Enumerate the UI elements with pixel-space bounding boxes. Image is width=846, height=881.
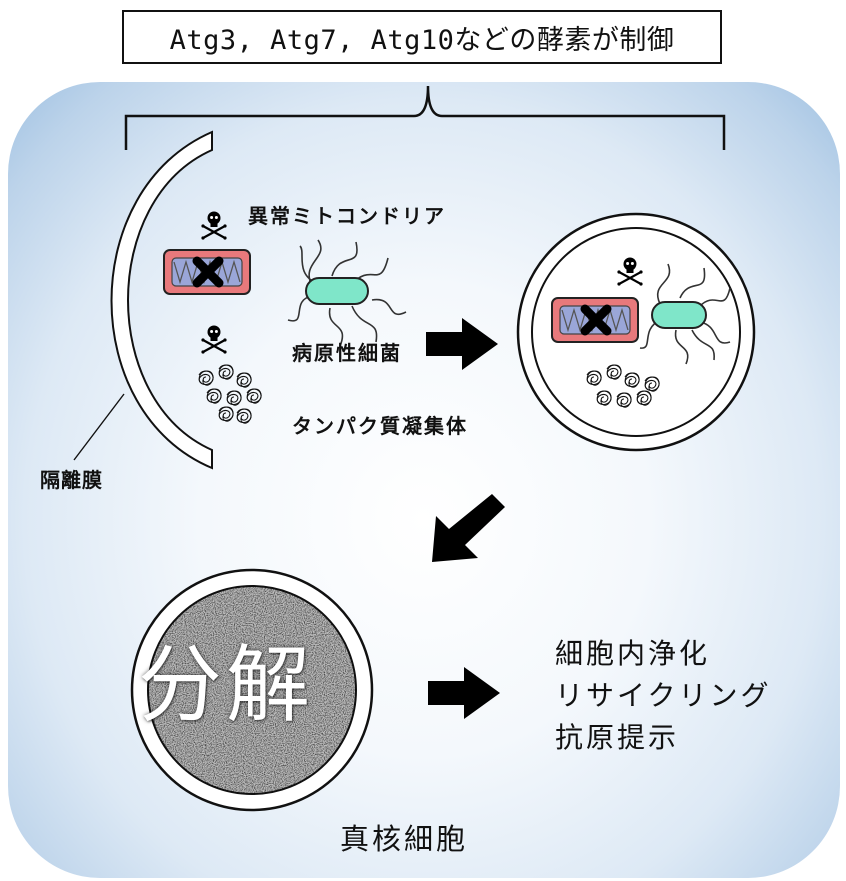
isolation-membrane-pointer: [73, 393, 125, 461]
decomposition-label: 分解: [138, 636, 315, 734]
outcome-intracellular-cleanup: 細胞内浄化: [555, 637, 711, 670]
protein-aggregate-icon: [198, 364, 262, 424]
bracket-icon: [124, 85, 726, 150]
arrow-down-left-icon: [432, 494, 505, 562]
enzyme-control-title: Atg3, Atg7, Atg10などの酵素が制御: [169, 24, 675, 56]
enzyme-control-box: Atg3, Atg7, Atg10などの酵素が制御: [122, 10, 722, 64]
arrow-right-icon: [428, 667, 500, 719]
outcome-recycling: リサイクリング: [555, 679, 772, 712]
isolation-membrane-crescent: [110, 130, 213, 470]
bacteria-icon: [639, 263, 731, 365]
bacteria-icon: [287, 239, 407, 347]
mitochondria-icon: [551, 297, 639, 343]
eukaryotic-cell-label: 真核細胞: [340, 822, 469, 856]
skull-crossbones-icon: [200, 210, 228, 241]
protein-aggregates-label: タンパク質凝集体: [292, 414, 468, 438]
outcome-antigen-presentation: 抗原提示: [555, 721, 680, 754]
autolysosome: [130, 568, 374, 812]
abnormal-mitochondria-label: 異常ミトコンドリア: [248, 204, 446, 228]
isolation-membrane-label: 隔離膜: [40, 468, 103, 492]
pathogenic-bacteria-label: 病原性細菌: [292, 341, 402, 365]
skull-crossbones-icon: [200, 324, 228, 355]
mitochondria-icon: [163, 249, 251, 295]
arrow-right-icon: [426, 318, 498, 370]
